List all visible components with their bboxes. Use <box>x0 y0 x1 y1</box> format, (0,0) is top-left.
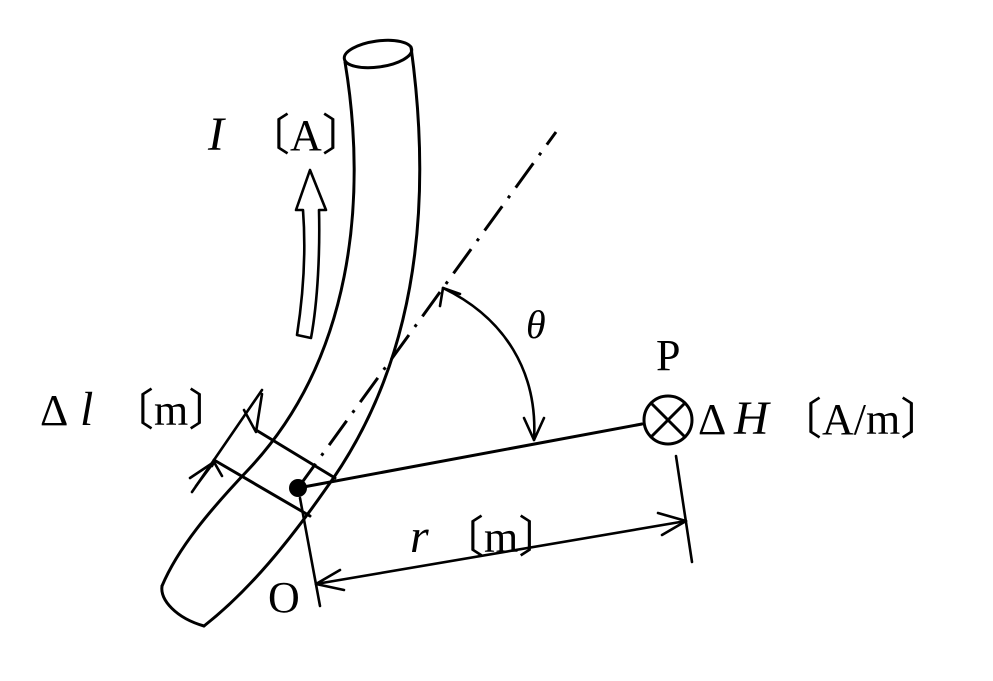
point-o-label: O <box>268 573 300 622</box>
delta-l-var-label: l <box>80 383 93 436</box>
conductor-right-edge <box>202 45 422 628</box>
theta-arrowhead-bottom <box>522 416 546 442</box>
delta-l-symbol-label: Δ <box>40 386 68 435</box>
theta-arrowhead-top <box>438 286 462 308</box>
conductor-left-edge <box>160 60 356 588</box>
delta-h-unit-label: 〔A/m〕 <box>778 395 944 444</box>
r-dimension-line <box>314 519 688 586</box>
current-arrow-icon <box>294 168 328 340</box>
delta-l-element <box>188 388 337 518</box>
conductor-tube <box>160 38 422 628</box>
conductor-top-opening <box>342 38 414 70</box>
tangent-line <box>296 131 558 489</box>
element-lower-line <box>212 458 312 518</box>
r-arrowhead-left <box>314 568 346 592</box>
element-upper-line <box>254 428 337 480</box>
current-symbol-label: I <box>207 108 226 161</box>
delta-l-unit-label: 〔m〕 <box>110 386 232 435</box>
r-unit-label: 〔m〕 <box>440 513 562 562</box>
r-extension-line-p <box>674 454 694 564</box>
delta-h-var-label: H <box>733 392 771 445</box>
point-p-label: P <box>656 331 680 380</box>
r-extension-line-o <box>298 496 322 608</box>
delta-l-arrowhead-top <box>242 392 264 434</box>
theta-label: θ <box>526 302 546 347</box>
delta-h-symbol-label: Δ <box>698 395 726 444</box>
line-op <box>296 422 644 490</box>
current-unit-label: 〔A〕 <box>246 111 366 160</box>
theta-arc <box>441 286 536 442</box>
r-var-label: r <box>410 510 429 563</box>
r-arrowhead-right <box>656 511 688 537</box>
field-into-page-icon <box>642 394 694 446</box>
delta-l-arrowhead-bottom-2 <box>194 460 224 488</box>
conductor-bottom-cap <box>160 584 206 628</box>
